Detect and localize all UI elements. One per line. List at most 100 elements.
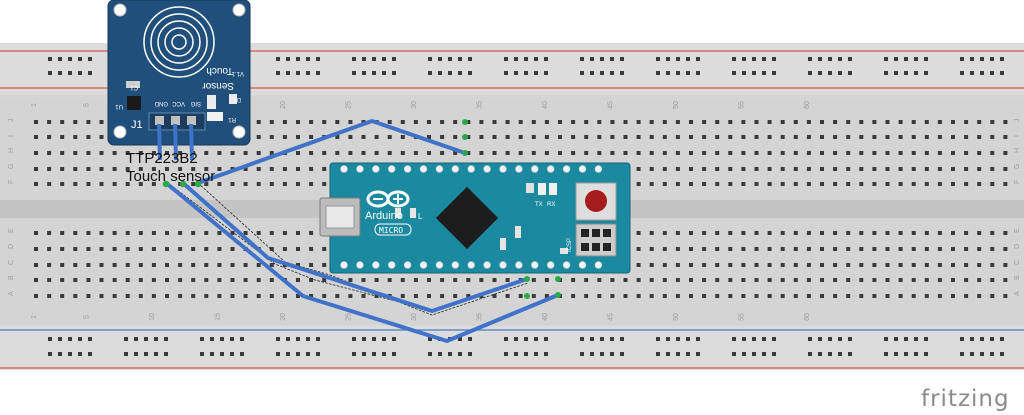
arduino-pin [451,165,459,173]
rail-hole [468,352,472,356]
rail-hole [448,71,452,75]
rail-hole [458,71,462,75]
terminal-hole [99,263,104,267]
arduino-pin [562,261,571,269]
rail-hole [1000,71,1004,75]
terminal-hole [964,278,969,282]
terminal-hole [60,294,65,298]
ic-chip [127,96,141,110]
terminal-hole [911,231,916,235]
column-number: 5 [83,103,90,107]
terminal-hole [427,120,431,124]
terminal-hole [636,120,641,124]
terminal-hole [623,278,628,282]
rail-hole [306,352,310,356]
led-component [207,95,216,109]
terminal-hole [964,120,969,124]
arduino-pin [546,165,555,173]
terminal-hole [309,167,314,171]
terminal-hole [73,135,78,139]
wire-outline-2 [197,182,529,316]
terminal-hole [112,151,117,155]
column-number: 60 [804,313,811,321]
rail-hole [676,57,680,61]
terminal-hole [754,231,759,235]
rail-hole [752,352,756,356]
terminal-hole [309,182,314,186]
terminal-hole [322,294,327,298]
terminal-hole [990,182,995,186]
terminal-hole [60,247,65,251]
terminal-hole [911,135,916,139]
rail-hole [428,337,432,341]
rail-hole [382,71,386,75]
terminal-hole [269,263,274,267]
terminal-hole [99,120,104,124]
terminal-hole [217,231,222,235]
terminal-hole [584,135,589,139]
rail-hole [772,71,776,75]
wire-end [524,293,530,299]
terminal-hole [806,135,811,139]
terminal-hole [505,151,510,155]
terminal-hole [86,167,91,171]
row-label-right: E [1014,228,1021,233]
terminal-hole [571,278,576,282]
terminal-hole [151,278,156,282]
terminal-hole [151,294,156,298]
terminal-hole [427,294,431,298]
rail-hole [220,352,224,356]
terminal-hole [649,231,654,235]
rail-hole [742,337,746,341]
terminal-hole [256,151,261,155]
wire-end [179,180,187,188]
rail-hole [676,71,680,75]
terminal-hole [178,231,183,235]
terminal-hole [387,135,392,139]
terminal-hole [754,247,759,251]
terminal-hole [702,294,707,298]
terminal-hole [309,278,314,282]
rail-hole [990,337,994,341]
row-label-left: E [8,228,15,233]
terminal-hole [767,247,772,251]
terminal-hole [911,294,916,298]
terminal-hole [793,182,798,186]
rail-hole [980,57,984,61]
terminal-hole [505,135,510,139]
rail-hole [818,57,822,61]
terminal-hole [937,247,942,251]
terminal-hole [204,151,209,155]
terminal-hole [112,294,117,298]
rail-hole [48,71,52,75]
rail-hole [230,352,234,356]
rail-hole [296,337,300,341]
rail-hole [448,352,452,356]
rail-hole [78,337,82,341]
terminal-hole [544,294,549,298]
terminal-hole [702,247,707,251]
rail-hole [666,337,670,341]
rail-hole [372,71,376,75]
terminal-hole [937,151,942,155]
rail-hole [924,71,928,75]
terminal-hole [217,151,222,155]
terminal-hole [400,135,405,139]
terminal-hole [531,278,536,282]
rail-hole [970,71,974,75]
terminal-hole [872,151,877,155]
terminal-hole [138,167,143,171]
arduino-model-label: MICRO [379,226,403,235]
terminal-hole [558,151,562,155]
terminal-hole [125,247,130,251]
terminal-hole [178,278,183,282]
rail-hole [276,71,280,75]
terminal-hole [846,151,851,155]
column-number: 50 [673,313,680,321]
rail-hole [48,337,52,341]
rail-hole [382,352,386,356]
terminal-hole [859,231,864,235]
terminal-hole [584,294,589,298]
terminal-hole [911,263,916,267]
rail-hole [848,337,852,341]
